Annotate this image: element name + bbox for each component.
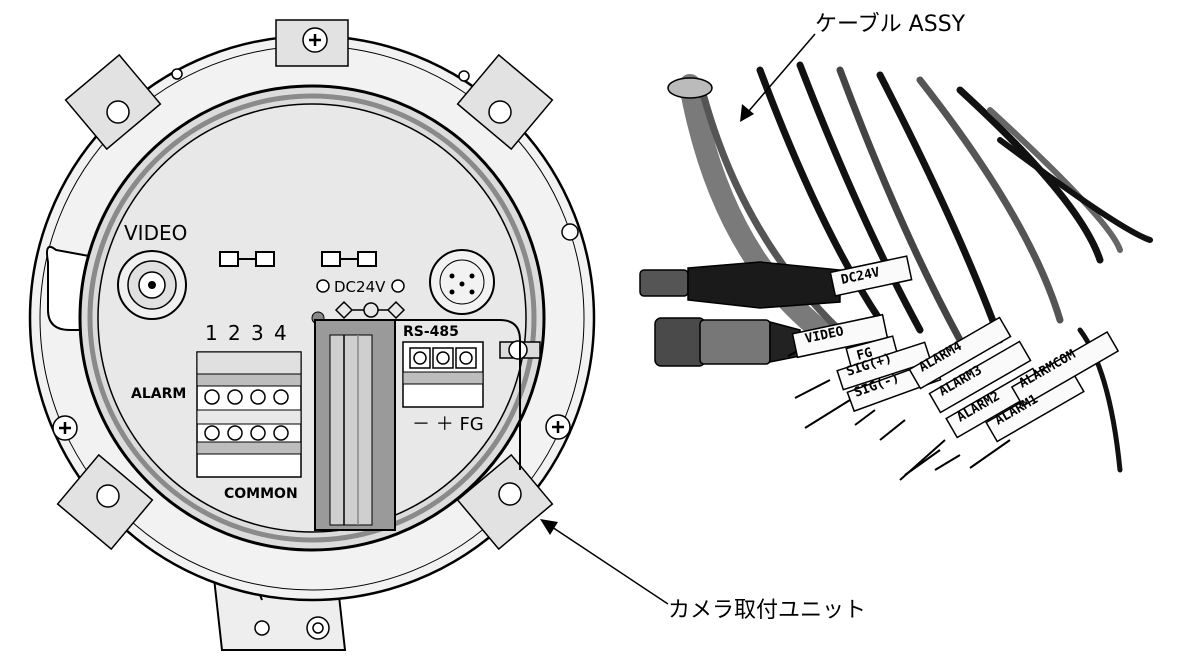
alarm-label: ALARM — [131, 386, 186, 402]
rs485-terminals-label: － ＋ FG — [412, 414, 484, 435]
rs485-terminal-block: RS-485 － ＋ FG — [402, 324, 484, 435]
cable-assy: DC24V VIDEO FG SIG(+) SIG(-) ALARM4 ALAR… — [639, 61, 1153, 481]
dc24v-label: DC24V — [334, 278, 386, 296]
lug-holes — [96, 68, 579, 508]
callout-arrows — [540, 33, 816, 605]
alarm-terminal-block: 1 2 3 4 ALARM COMMON — [131, 321, 302, 502]
alarm-number-1: 1 — [205, 321, 218, 345]
alarm-number-3: 3 — [251, 321, 264, 345]
cable-channel — [314, 319, 396, 531]
bnc-plug — [654, 317, 801, 367]
power-connector — [429, 249, 495, 315]
dc-power-plug — [639, 261, 841, 309]
camera-unit-callout: カメラ取付ユニット — [668, 598, 867, 623]
rs485-label: RS-485 — [403, 324, 459, 340]
camera-mounting-unit: VIDEO DC24V — [28, 19, 596, 651]
dc24v-marking: DC24V — [311, 278, 406, 325]
common-label: COMMON — [224, 486, 298, 502]
cable-assy-callout: ケーブル ASSY — [815, 12, 966, 37]
ferrule-pins — [787, 349, 1011, 481]
flange-screws — [52, 27, 571, 441]
wire-label-sleeves — [791, 255, 1120, 443]
wire-label-fg: FG — [855, 345, 874, 364]
fuses — [219, 251, 377, 267]
video-bnc-connector — [117, 250, 187, 320]
alarm-number-4: 4 — [274, 321, 287, 345]
alarm-number-2: 2 — [228, 321, 241, 345]
wire-bundle — [679, 61, 1153, 473]
video-label: VIDEO — [124, 221, 187, 245]
